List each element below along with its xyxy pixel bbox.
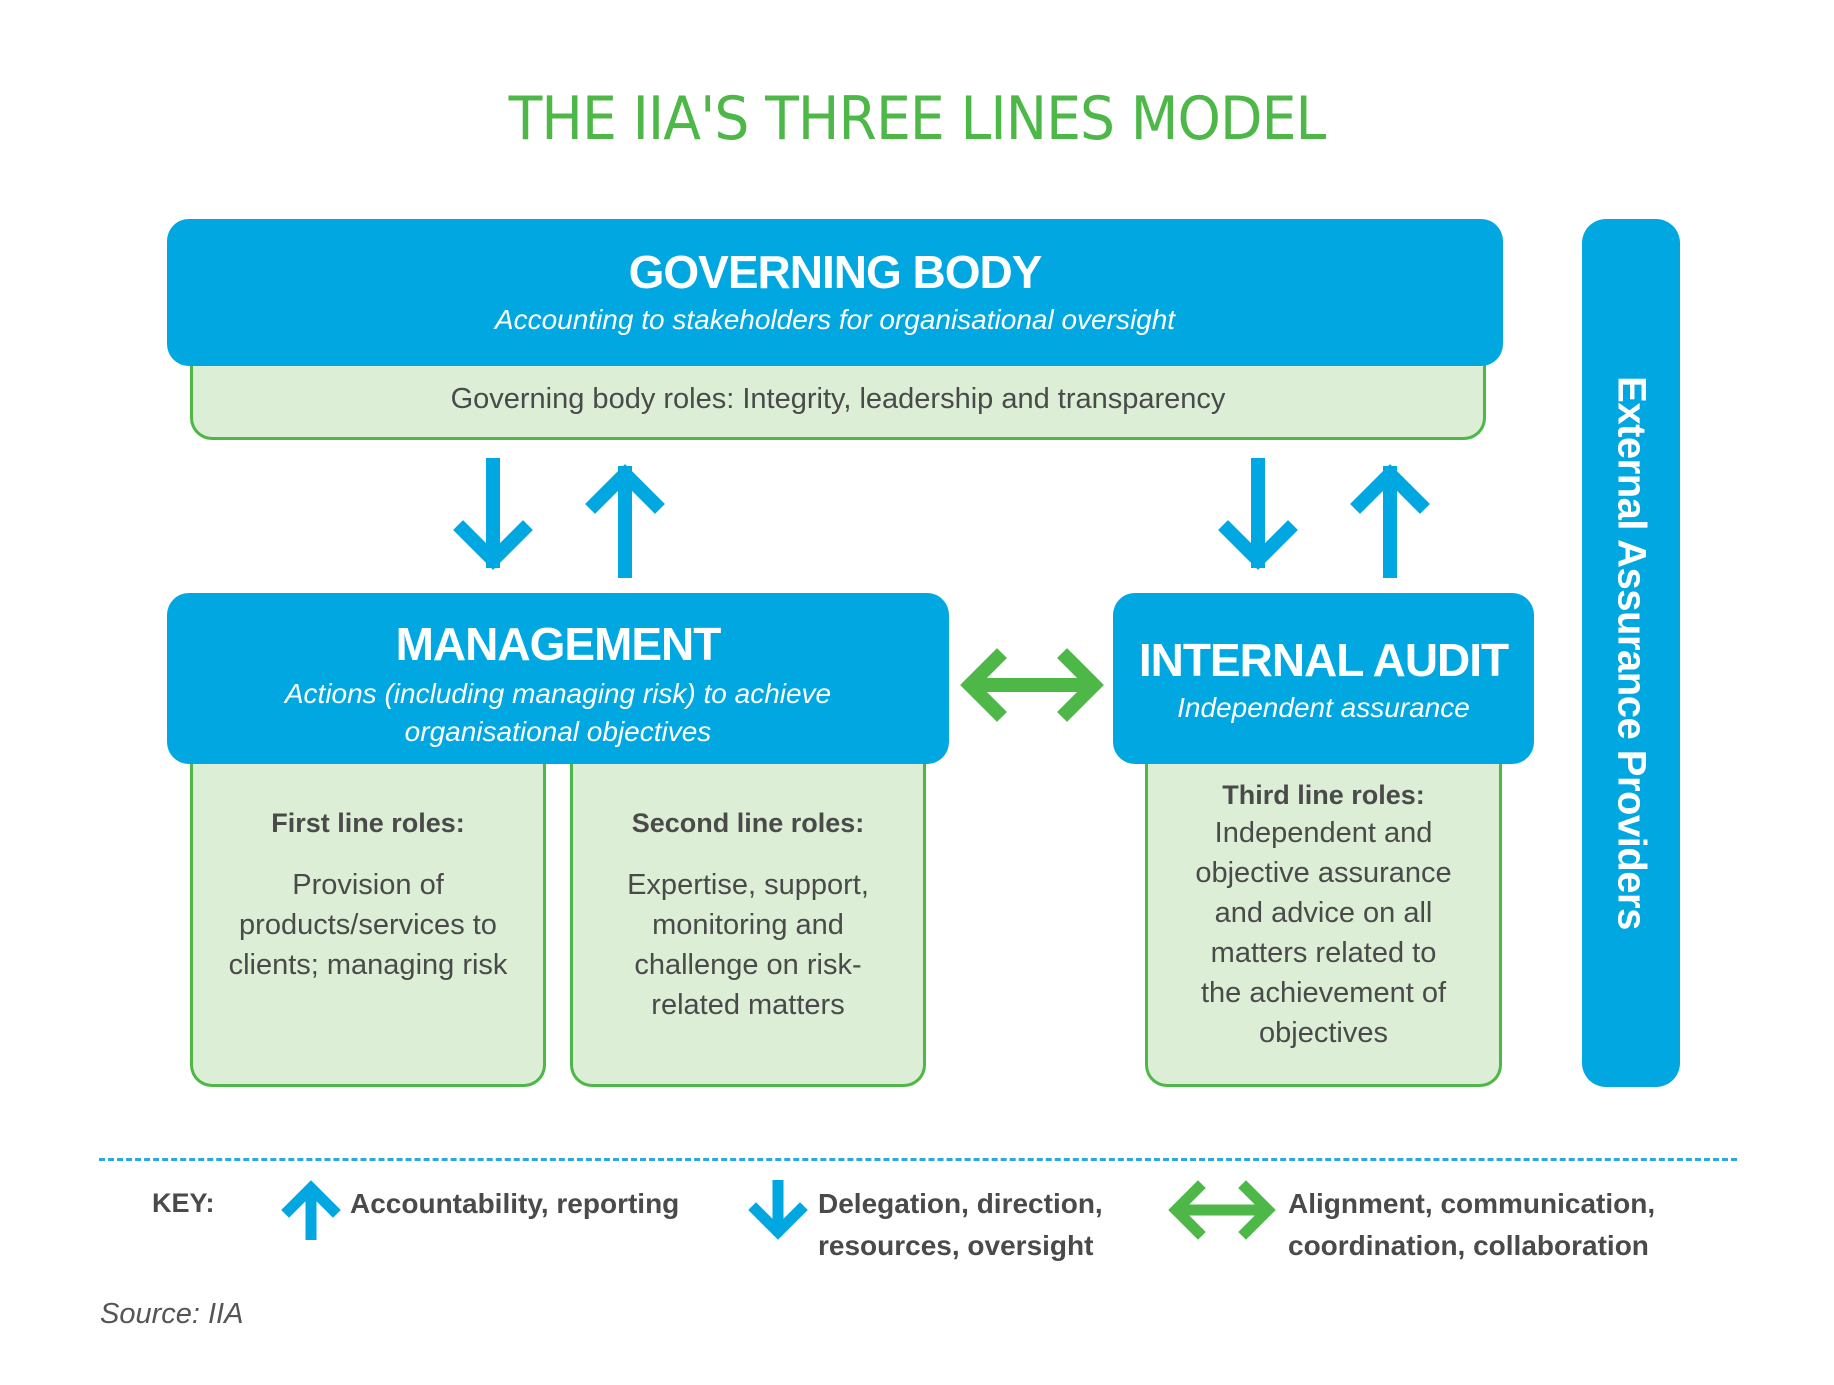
- third-line-text: objectives: [1259, 1017, 1388, 1049]
- first-line-roles-box: First line roles: Provision of products/…: [190, 750, 546, 1087]
- governing-body-roles-text: Governing body roles: Integrity, leaders…: [450, 383, 1226, 415]
- governing-body-subtitle: Accounting to stakeholders for organisat…: [494, 304, 1176, 335]
- source-note: Source: IIA: [100, 1298, 244, 1330]
- internal-audit-subtitle: Independent assurance: [1177, 692, 1470, 723]
- first-line-text: Provision of: [292, 869, 444, 901]
- arrow-up-icon: [281, 1180, 341, 1240]
- key-item-text: Alignment, communication, coordination, …: [1288, 1183, 1655, 1267]
- arrow-up-icon: [1350, 464, 1430, 578]
- third-line-text: and advice on all: [1214, 897, 1433, 929]
- external-assurance-bar: External Assurance Providers: [1582, 219, 1680, 1087]
- internal-audit-heading: INTERNAL AUDIT: [1138, 634, 1509, 686]
- key-label: KEY:: [152, 1188, 215, 1218]
- key-item-line: Alignment, communication,: [1288, 1188, 1656, 1219]
- third-line-text: objective assurance: [1195, 857, 1452, 889]
- double-arrow-icon: [1168, 1180, 1276, 1240]
- first-line-text: clients; managing risk: [228, 949, 508, 981]
- second-line-text: Expertise, support,: [627, 869, 869, 901]
- second-line-text: related matters: [651, 989, 845, 1021]
- arrow-up-icon: [585, 464, 665, 578]
- second-line-roles-box: Second line roles: Expertise, support, m…: [570, 750, 926, 1087]
- key-item-line: Delegation, direction,: [818, 1188, 1103, 1219]
- key-divider: [99, 1158, 1737, 1161]
- management-heading: MANAGEMENT: [395, 618, 722, 670]
- arrow-down-icon: [1218, 458, 1298, 570]
- key-item-line: resources, oversight: [818, 1230, 1094, 1261]
- third-line-heading: Third line roles:: [1222, 780, 1425, 810]
- arrow-down-icon: [453, 458, 533, 570]
- third-line-text: Independent and: [1214, 817, 1433, 849]
- key-item-line: coordination, collaboration: [1288, 1230, 1649, 1261]
- key-item-text: Accountability, reporting: [350, 1188, 680, 1219]
- arrow-down-icon: [748, 1180, 808, 1240]
- management-box: MANAGEMENT Actions (including managing r…: [167, 593, 949, 764]
- second-line-text: monitoring and: [652, 909, 844, 941]
- management-subtitle-line2: organisational objectives: [404, 716, 712, 747]
- third-line-roles-box: Third line roles: Independent and object…: [1145, 750, 1502, 1087]
- third-line-text: the achievement of: [1200, 977, 1447, 1009]
- double-arrow-icon: [960, 648, 1104, 722]
- key-item-text: Delegation, direction, resources, oversi…: [818, 1183, 1103, 1267]
- governing-body-heading: GOVERNING BODY: [628, 246, 1043, 298]
- diagram-title: THE IIA'S THREE LINES MODEL: [508, 84, 1327, 154]
- first-line-heading: First line roles:: [271, 808, 465, 838]
- second-line-heading: Second line roles:: [631, 808, 865, 838]
- management-subtitle-line1: Actions (including managing risk) to ach…: [284, 678, 832, 709]
- third-line-text: matters related to: [1210, 937, 1437, 969]
- first-line-text: products/services to: [239, 909, 497, 941]
- internal-audit-box: INTERNAL AUDIT Independent assurance: [1113, 593, 1534, 764]
- external-assurance-label: External Assurance Providers: [1609, 376, 1654, 930]
- governing-body-box: GOVERNING BODY Accounting to stakeholder…: [167, 219, 1503, 366]
- second-line-text: challenge on risk-: [634, 949, 862, 981]
